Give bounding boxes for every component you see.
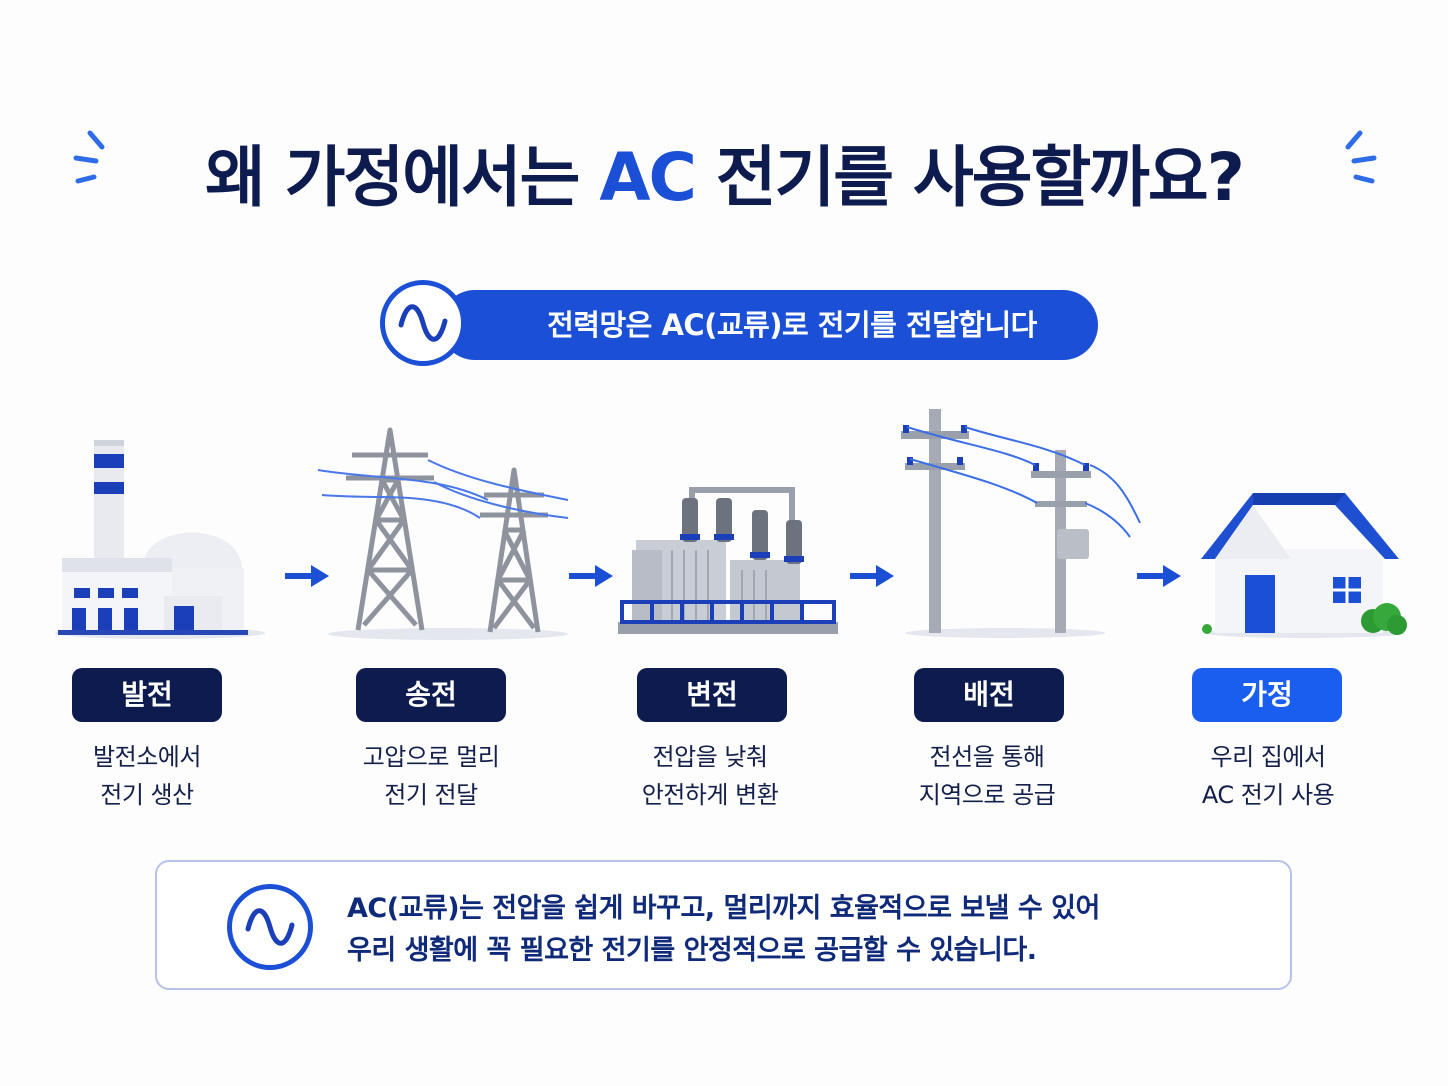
title-suffix: 전기를 사용할까요? (694, 139, 1245, 216)
info-box: AC(교류)는 전압을 쉽게 바꾸고, 멀리까지 효율적으로 보낼 수 있어 우… (155, 860, 1292, 990)
stage-badge-home: 가정 (1192, 668, 1342, 722)
desc-line: 고압으로 멀리 (362, 743, 500, 771)
title-prefix: 왜 가정에서는 (205, 139, 600, 216)
desc-line: 우리 집에서 (1210, 743, 1326, 771)
ac-wave-icon (227, 884, 313, 970)
stage-badge-distribution: 배전 (914, 668, 1064, 722)
stage-desc-home: 우리 집에서 AC 전기 사용 (1148, 738, 1388, 814)
desc-line: 안전하게 변환 (641, 781, 779, 809)
stage-badge-transmission: 송전 (356, 668, 506, 722)
arrow-right-icon (1137, 565, 1181, 587)
arrow-right-icon (285, 565, 329, 587)
info-line-1: AC(교류)는 전압을 쉽게 바꾸고, 멀리까지 효율적으로 보낼 수 있어 (347, 893, 1100, 924)
arrow-right-icon (569, 565, 613, 587)
info-line-2: 우리 생활에 꼭 필요한 전기를 안정적으로 공급할 수 있습니다. (347, 935, 1037, 966)
stage-badge-generation: 발전 (72, 668, 222, 722)
left-sparkle-icon (73, 130, 105, 184)
desc-line: 전선을 통해 (929, 743, 1045, 771)
page-title: 왜 가정에서는 AC 전기를 사용할까요? (0, 140, 1448, 216)
ac-wave-icon (380, 280, 466, 366)
desc-line: AC 전기 사용 (1201, 781, 1335, 809)
grid-banner: 전력망은 AC(교류)로 전기를 전달합니다 (440, 290, 1098, 360)
desc-line: 지역으로 공급 (918, 781, 1056, 809)
desc-line: 발전소에서 (93, 743, 201, 771)
title-highlight: AC (599, 139, 697, 216)
transmission-tower-icon (318, 427, 569, 640)
arrow-right-icon (850, 565, 894, 587)
stage-badge-substation: 변전 (637, 668, 787, 722)
power-plant-icon (55, 440, 265, 639)
grid-banner-text: 전력망은 AC(교류)로 전기를 전달합니다 (547, 308, 1037, 342)
right-sparkle-icon (1345, 130, 1377, 184)
desc-line: 전기 전달 (384, 781, 478, 809)
utility-pole-icon (901, 409, 1141, 638)
desc-line: 전기 생산 (100, 781, 194, 809)
desc-line: 전압을 낮춰 (652, 743, 768, 771)
house-icon (1201, 493, 1407, 638)
substation-icon (618, 487, 838, 634)
